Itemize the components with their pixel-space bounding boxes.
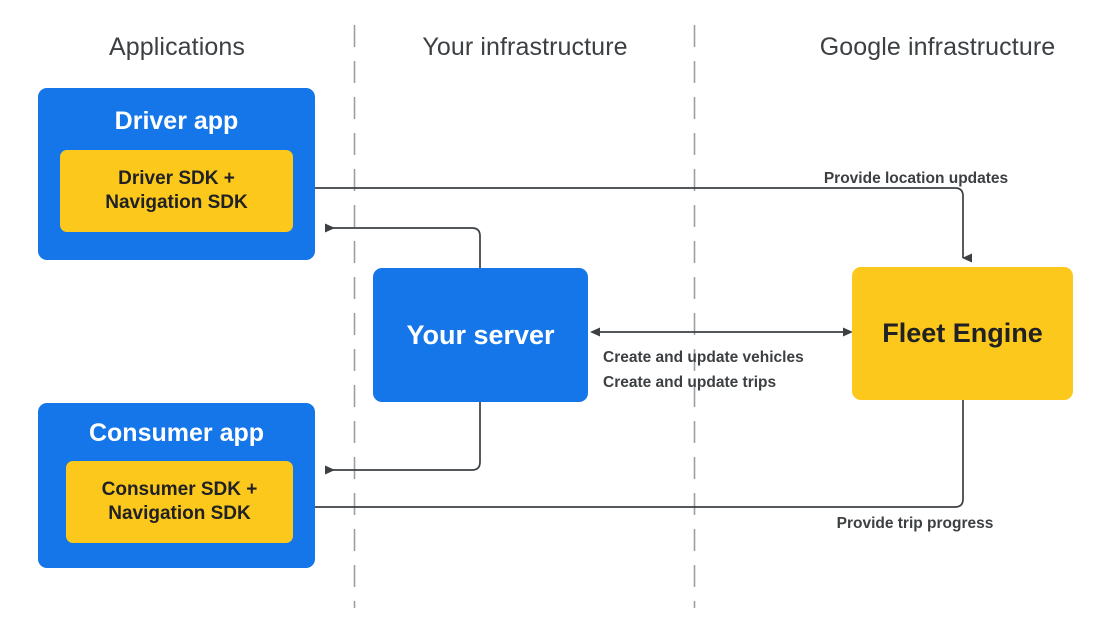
node-consumer-sdk[interactable]: Consumer SDK + Navigation SDK (66, 461, 293, 543)
node-fleet-engine[interactable]: Fleet Engine (852, 267, 1073, 400)
column-header-google-infrastructure: Google infrastructure (819, 33, 1056, 61)
node-consumer-app[interactable]: Consumer app Consumer SDK + Navigation S… (38, 403, 315, 568)
edge-label-trip-progress: Provide trip progress (836, 515, 994, 532)
edge-label-trips: Create and update trips (603, 374, 777, 392)
edge-trip-progress (305, 400, 964, 512)
column-header-applications: Applications (108, 33, 245, 61)
edge-server-to-consumer (325, 402, 481, 475)
node-your-server[interactable]: Your server (373, 268, 588, 402)
driver-sdk-line-1: Driver SDK + (118, 167, 235, 189)
consumer-sdk-line-2: Navigation SDK (108, 503, 251, 524)
fleet-engine-title: Fleet Engine (882, 318, 1043, 348)
node-driver-sdk[interactable]: Driver SDK + Navigation SDK (60, 150, 293, 232)
edge-location-updates (293, 187, 972, 263)
edge-label-vehicles-trips: Create and update vehicles Create and up… (603, 345, 873, 395)
node-driver-app[interactable]: Driver app Driver SDK + Navigation SDK (38, 88, 315, 260)
your-server-title: Your server (406, 319, 555, 350)
driver-app-title: Driver app (114, 107, 239, 135)
consumer-sdk-line-1: Consumer SDK + (101, 478, 258, 500)
consumer-app-title: Consumer app (88, 419, 265, 447)
driver-sdk-line-2: Navigation SDK (105, 192, 248, 213)
edge-label-location-updates: Provide location updates (823, 170, 1009, 187)
edge-label-vehicles: Create and update vehicles (603, 349, 804, 366)
column-header-your-infrastructure: Your infrastructure (422, 33, 628, 61)
driver-sdk-label: Driver SDK + Navigation SDK (105, 167, 248, 216)
edge-server-to-driver (325, 223, 481, 268)
consumer-sdk-label: Consumer SDK + Navigation SDK (102, 478, 258, 527)
